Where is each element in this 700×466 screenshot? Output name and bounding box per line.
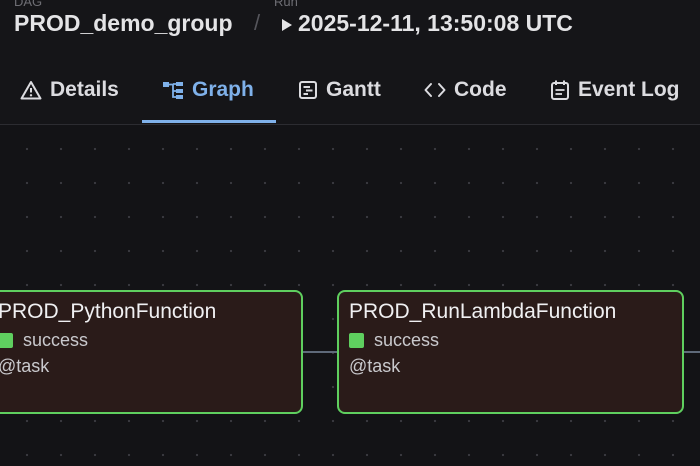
gantt-icon (298, 80, 318, 100)
dag-label: DAG (14, 0, 43, 9)
task-operator-label: @task (349, 356, 401, 376)
task-node-title: PROD_RunLambdaFunction (349, 300, 617, 323)
tab-graph-label: Graph (192, 78, 254, 101)
tab-code[interactable]: Code (424, 58, 507, 122)
task-status-label: success (374, 330, 440, 350)
task-node-status: success (0, 330, 88, 351)
breadcrumb-header: DAG PROD_demo_group / Run 2025-12-11, 13… (0, 0, 700, 50)
tab-code-label: Code (454, 78, 507, 101)
tab-details[interactable]: Details (20, 58, 119, 122)
graph-edge-outgoing (682, 351, 700, 353)
task-node-title: PROD_PythonFunction (0, 300, 217, 323)
tab-gantt-label: Gantt (326, 78, 381, 101)
calendar-icon (550, 79, 570, 101)
graph-icon (162, 80, 184, 100)
tab-graph[interactable]: Graph (162, 58, 254, 122)
code-icon (424, 80, 446, 100)
run-label: Run (274, 0, 298, 9)
dag-name-link[interactable]: PROD_demo_group (14, 10, 233, 36)
task-node-run-lambda-function[interactable]: PROD_RunLambdaFunction success @task (337, 290, 684, 414)
success-status-icon (349, 333, 364, 348)
tab-event-log[interactable]: Event Log (550, 58, 680, 122)
breadcrumb-separator: / (254, 10, 261, 35)
tab-gantt[interactable]: Gantt (298, 58, 381, 122)
run-value-link[interactable]: 2025-12-11, 13:50:08 UTC (298, 10, 573, 36)
tab-event-log-label: Event Log (578, 78, 680, 101)
tab-details-label: Details (50, 78, 119, 101)
task-status-label: success (23, 330, 89, 350)
task-node-status: success (349, 330, 439, 351)
active-tab-indicator (142, 120, 276, 123)
play-icon (282, 19, 292, 31)
task-operator-label: @task (0, 356, 50, 376)
success-status-icon (0, 333, 13, 348)
warning-triangle-icon (20, 80, 42, 100)
graph-edge (300, 351, 340, 353)
task-node-python-function[interactable]: PROD_PythonFunction success @task (0, 290, 303, 414)
tab-bar: Details Graph Gantt Code Event Log (0, 58, 700, 125)
